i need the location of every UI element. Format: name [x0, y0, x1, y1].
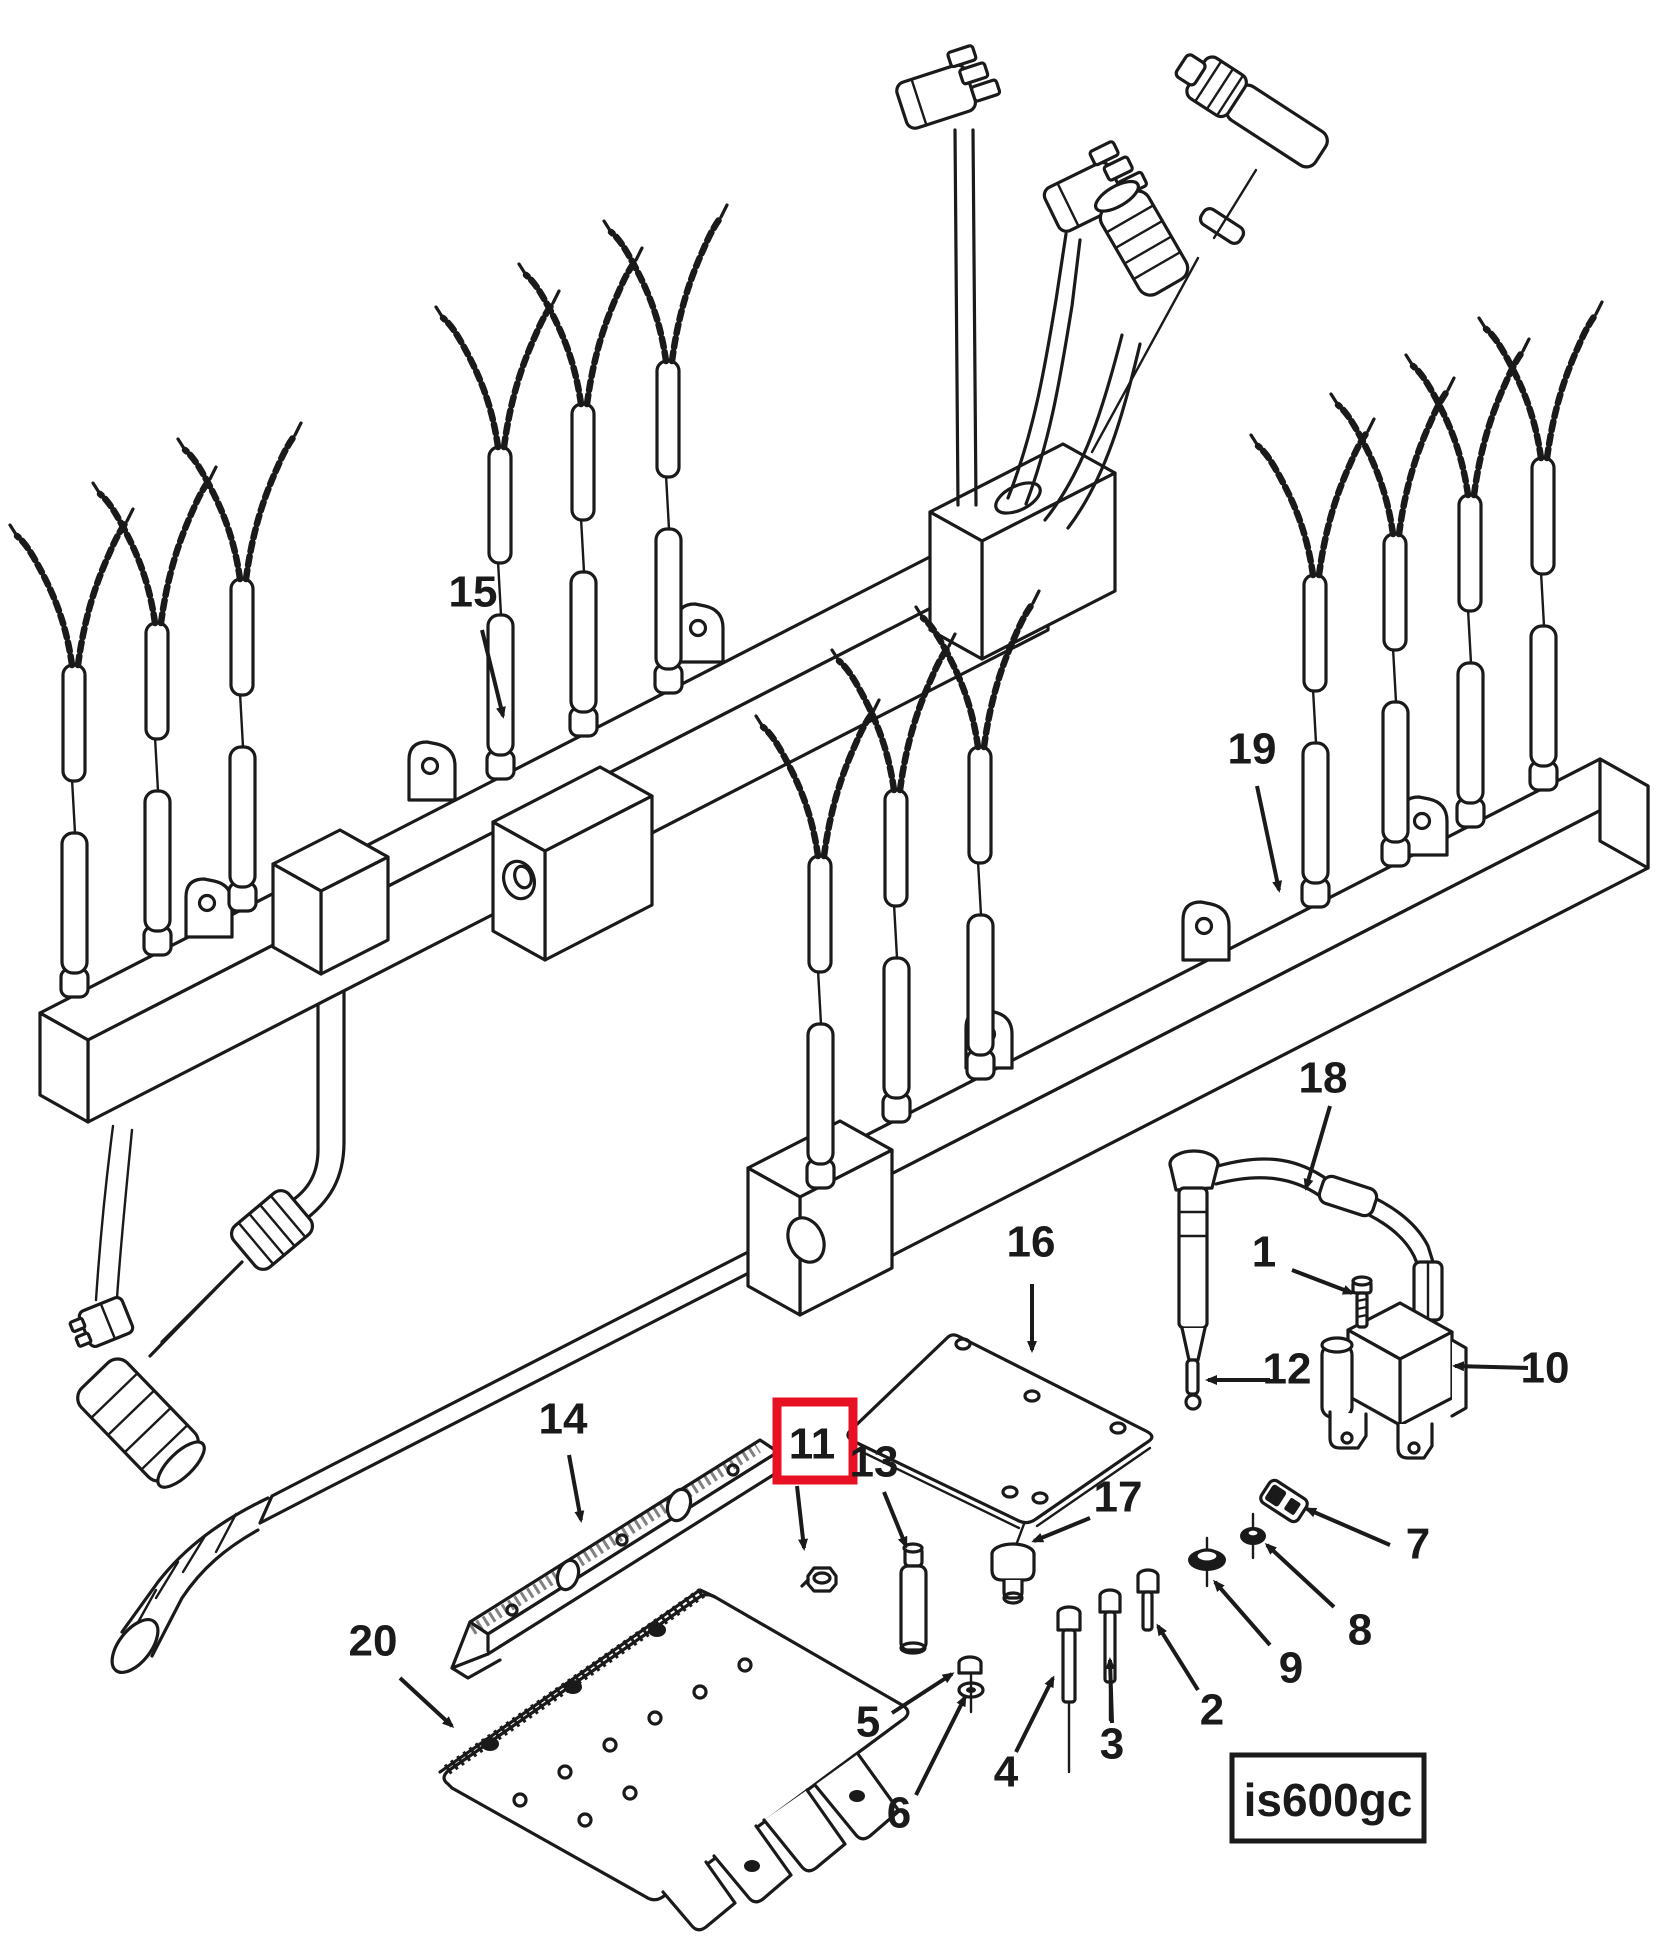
bolt-2	[1136, 1568, 1160, 1632]
injector-harness-19	[110, 302, 1650, 1674]
mounting-tab	[1181, 900, 1231, 962]
callout-label-1[interactable]: 1	[1252, 1228, 1276, 1277]
angle-bracket-14	[450, 1438, 780, 1680]
callout-label-4[interactable]: 4	[994, 1748, 1019, 1797]
callout-arrow-2	[1156, 1623, 1200, 1692]
callout-label-7[interactable]: 7	[1406, 1520, 1430, 1569]
callout-arrow-6	[914, 1694, 967, 1796]
spacer-13	[899, 1542, 928, 1655]
screw-1	[1351, 1275, 1373, 1329]
nut-11	[800, 1566, 838, 1593]
washer-6	[957, 1673, 985, 1714]
harness-cable-connector	[1006, 133, 1153, 506]
injector-lead	[756, 700, 879, 1188]
callout-label-14[interactable]: 14	[539, 1395, 588, 1444]
injector-harness-15	[10, 39, 1329, 1489]
ignition-coil-10	[1320, 1301, 1468, 1460]
sensor-plug-12	[1168, 1149, 1220, 1411]
harness-19-end-block	[746, 1119, 894, 1317]
injector-lead	[10, 509, 133, 997]
injector-lead	[436, 291, 559, 779]
diagram-code-label: is600gc	[1244, 1774, 1413, 1826]
callout-arrow-5	[890, 1672, 955, 1715]
callout-arrow-15	[480, 629, 506, 719]
callout-label-15[interactable]: 15	[449, 568, 498, 617]
injector-lead	[1479, 302, 1602, 790]
callout-label-12[interactable]: 12	[1263, 1345, 1312, 1394]
callout-label-17[interactable]: 17	[1094, 1473, 1143, 1522]
callout-label-2[interactable]: 2	[1200, 1686, 1224, 1735]
harness-19-supply-line	[110, 1226, 797, 1674]
injector-lead	[1406, 339, 1529, 827]
callout-label-18[interactable]: 18	[1299, 1054, 1348, 1103]
callout-label-8[interactable]: 8	[1348, 1606, 1372, 1655]
callout-arrow-19	[1255, 785, 1283, 893]
callout-arrow-1	[1291, 1268, 1355, 1295]
mounting-tab	[407, 740, 457, 802]
callout-label-5[interactable]: 5	[856, 1698, 880, 1747]
bolt-4	[1056, 1605, 1082, 1774]
callout-arrow-18	[1303, 1105, 1332, 1191]
diagnostic-lead-connector	[1090, 53, 1329, 454]
injector-lead	[1251, 419, 1374, 907]
harness-15-hose	[76, 954, 346, 1489]
callout-arrow-20	[398, 1676, 455, 1729]
callout-label-13[interactable]: 13	[850, 1438, 899, 1487]
junction-box-large	[491, 765, 654, 962]
callout-label-3[interactable]: 3	[1100, 1720, 1124, 1769]
highlight-box-11[interactable]	[772, 1397, 858, 1485]
harness-cable-connector	[888, 39, 1005, 507]
callout-arrow-3	[1105, 1657, 1116, 1724]
injector-lead	[1331, 378, 1454, 866]
callout-arrow-7	[1304, 1507, 1391, 1547]
nut-8	[1240, 1512, 1266, 1560]
bolt-5	[957, 1655, 983, 1675]
callout-arrow-11	[795, 1485, 808, 1551]
callout-arrow-9	[1213, 1579, 1272, 1647]
callout-arrow-14	[567, 1454, 585, 1523]
harness-cable-boot	[1043, 179, 1190, 530]
clip-7	[1259, 1478, 1309, 1524]
callout-arrow-4	[1014, 1675, 1055, 1753]
diagram-code-box: is600gc	[1229, 1752, 1427, 1844]
callout-label-9[interactable]: 9	[1279, 1644, 1303, 1693]
callout-arrow-13	[882, 1491, 908, 1549]
callout-label-19[interactable]: 19	[1228, 725, 1277, 774]
isolator-grommet-17	[990, 1542, 1036, 1605]
callout-label-16[interactable]: 16	[1007, 1218, 1056, 1267]
callout-arrow-17	[1031, 1516, 1091, 1543]
callout-arrow-8	[1264, 1542, 1336, 1609]
callout-label-20[interactable]: 20	[349, 1617, 398, 1666]
callout-arrow-10	[1452, 1361, 1529, 1372]
callout-label-10[interactable]: 10	[1521, 1344, 1570, 1393]
mounting-tab	[675, 602, 725, 664]
junction-box-small	[271, 828, 390, 976]
injector-lead	[519, 248, 642, 736]
flanged-nut-9	[1188, 1536, 1226, 1588]
sensor-cable-18	[1214, 1157, 1444, 1322]
harness-15-end-block	[928, 442, 1117, 661]
two-pin-connector	[68, 1124, 135, 1349]
mounting-tab	[184, 877, 234, 939]
callout-label-6[interactable]: 6	[887, 1789, 911, 1838]
callout-label-11[interactable]: 11	[789, 1420, 836, 1469]
